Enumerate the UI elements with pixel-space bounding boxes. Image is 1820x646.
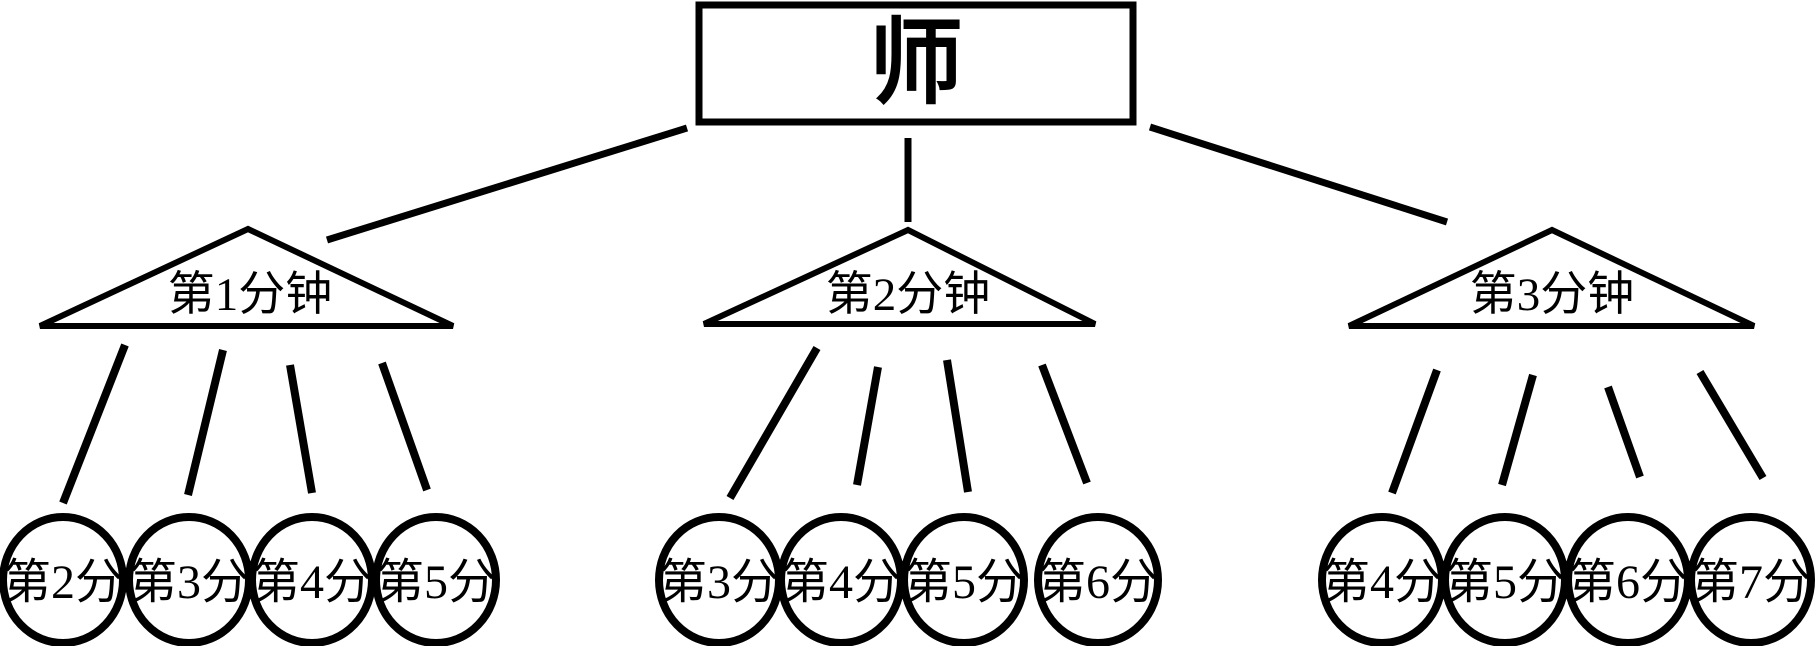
branch-3-triangle [1347, 226, 1756, 329]
root-box [695, 1, 1137, 126]
branch-2-child-3-label: 第5分 [904, 556, 1024, 609]
branch-1-child-3-label: 第4分 [252, 556, 372, 609]
branch-1-triangle [38, 225, 455, 329]
branch-3-child-1-label: 第4分 [1322, 556, 1442, 609]
connector-root-branch-1 [325, 124, 689, 244]
branch-1-child-4-circle [372, 513, 500, 646]
branch-3-child-4-label: 第7分 [1691, 556, 1811, 609]
branch-1-child-1-circle [0, 513, 127, 646]
branch-2-child-4-circle [1034, 513, 1162, 646]
branch-1-child-1-label: 第2分 [3, 556, 123, 609]
connector-root-branch-3 [1148, 123, 1449, 226]
connector-branch-1-child-2 [184, 349, 227, 496]
branch-2-triangle [702, 226, 1097, 327]
branch-2-child-1-label: 第3分 [659, 556, 779, 609]
connector-branch-3-child-3 [1604, 385, 1644, 479]
branch-1-label: 第1分钟 [168, 269, 333, 321]
connector-branch-1-child-3 [286, 364, 316, 494]
connector-branch-2-child-4 [1038, 363, 1091, 485]
branch-1-child-4-label: 第5分 [376, 556, 496, 609]
branch-3-child-2-label: 第5分 [1445, 556, 1565, 609]
branch-3-child-3-label: 第6分 [1568, 556, 1688, 609]
connector-branch-2-child-1 [726, 345, 821, 501]
branch-2-child-2-label: 第4分 [781, 556, 901, 609]
branch-3-label: 第3分钟 [1470, 269, 1635, 321]
connector-branch-2-child-3 [943, 359, 972, 493]
branch-2-label: 第2分钟 [826, 269, 991, 321]
connector-branch-3-child-1 [1388, 368, 1441, 495]
connector-branch-3-child-2 [1498, 373, 1537, 487]
branch-2-child-4-label: 第6分 [1038, 556, 1158, 609]
branch-2-child-3-circle [900, 513, 1028, 646]
connector-branch-1-child-4 [378, 361, 431, 492]
branch-1-child-2-label: 第3分 [129, 556, 249, 609]
connector-branch-3-child-4 [1696, 369, 1767, 481]
root-label: 师 [869, 12, 963, 116]
connector-branch-2-child-2 [853, 366, 882, 486]
connector-branch-1-child-1 [59, 343, 129, 505]
branch-3-child-4-circle [1687, 513, 1815, 646]
